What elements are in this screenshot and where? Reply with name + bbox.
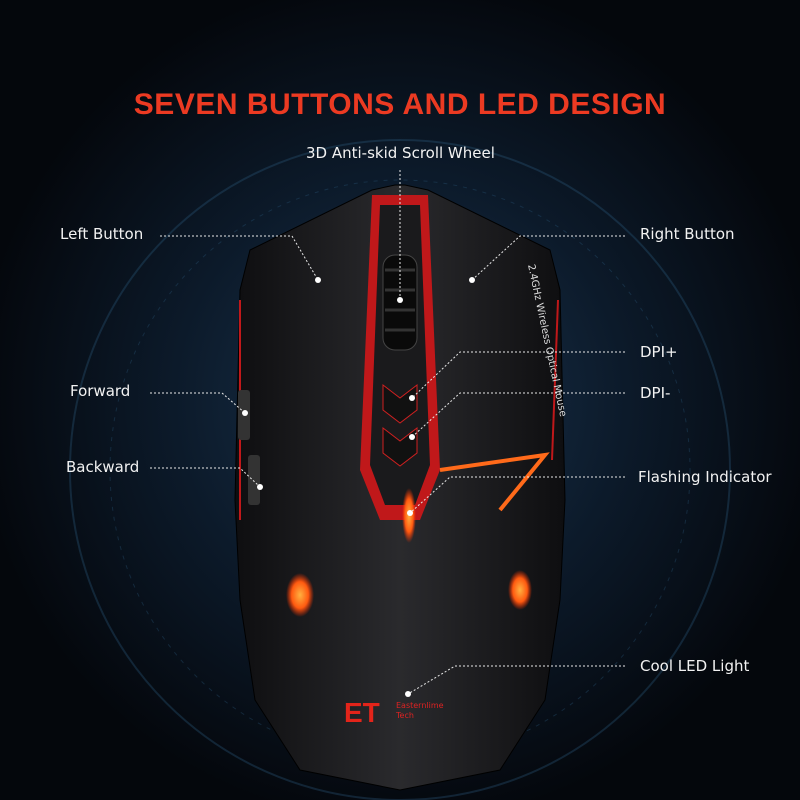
label-cool-led-light: Cool LED Light bbox=[640, 657, 750, 675]
svg-text:Tech: Tech bbox=[395, 711, 414, 720]
label-dpi-minus: DPI- bbox=[640, 384, 671, 402]
page-title: SEVEN BUTTONS AND LED DESIGN bbox=[133, 88, 667, 121]
dpi-plus-button bbox=[382, 383, 418, 424]
dpi-minus-button bbox=[382, 426, 418, 467]
label-scroll-wheel: 3D Anti-skid Scroll Wheel bbox=[306, 144, 495, 162]
led-left bbox=[286, 573, 314, 617]
logo-mark: ET bbox=[344, 697, 380, 728]
label-right-button: Right Button bbox=[640, 225, 735, 243]
label-left-button: Left Button bbox=[60, 225, 144, 243]
label-backward: Backward bbox=[66, 458, 140, 476]
label-forward: Forward bbox=[70, 382, 131, 400]
label-dpi-plus: DPI+ bbox=[640, 343, 678, 361]
led-right bbox=[508, 570, 532, 610]
logo-text: Easternlime bbox=[396, 701, 444, 710]
label-flashing-indicator: Flashing Indicator bbox=[638, 468, 772, 486]
leader-lines bbox=[150, 170, 625, 695]
backward-button bbox=[248, 455, 260, 505]
